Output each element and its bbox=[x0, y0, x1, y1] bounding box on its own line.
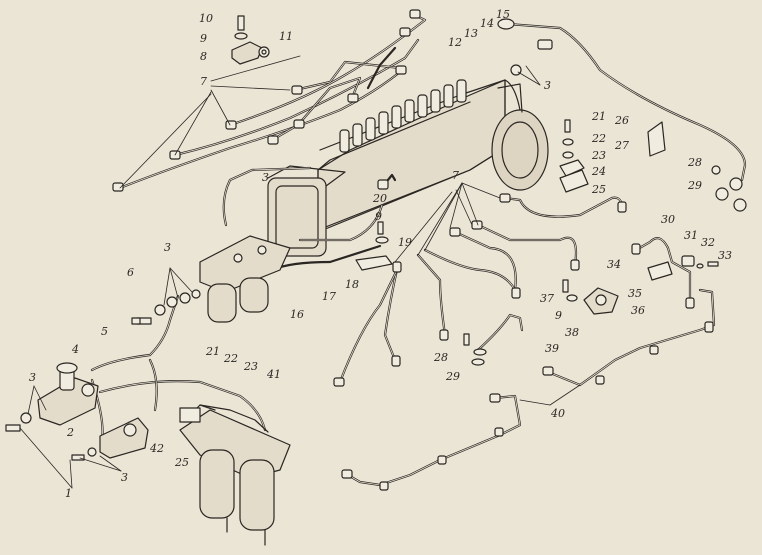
callout-16: 16 bbox=[290, 308, 304, 321]
clip-18-20 bbox=[355, 221, 393, 271]
callout-36: 36 bbox=[631, 304, 645, 317]
callout-3: 3 bbox=[29, 371, 36, 384]
flange-36-38 bbox=[562, 279, 619, 315]
callout-33: 33 bbox=[718, 249, 732, 262]
callout-25: 25 bbox=[592, 183, 606, 196]
callout-12: 12 bbox=[448, 36, 462, 49]
callout-35: 35 bbox=[628, 287, 642, 300]
return-pipe-upper-right bbox=[506, 22, 747, 182]
callout-14: 14 bbox=[480, 17, 494, 30]
callout-3: 3 bbox=[164, 241, 171, 254]
callout-29: 29 bbox=[446, 370, 460, 383]
callout-25: 25 bbox=[175, 456, 189, 469]
return-lines-lower-right bbox=[346, 237, 716, 487]
callout-15: 15 bbox=[496, 8, 510, 21]
callout-8: 8 bbox=[200, 50, 207, 63]
callout-3: 3 bbox=[262, 171, 269, 184]
callout-10: 10 bbox=[199, 12, 213, 25]
callout-27: 27 bbox=[615, 139, 629, 152]
bolt-6 bbox=[131, 317, 141, 325]
callout-20: 20 bbox=[373, 192, 387, 205]
callout-29: 29 bbox=[688, 179, 702, 192]
callout-1: 1 bbox=[65, 487, 72, 500]
fuel-feed-pump bbox=[71, 417, 149, 461]
hand-priming-pump bbox=[5, 362, 99, 432]
return-line-nuts bbox=[341, 243, 714, 491]
callout-3: 3 bbox=[121, 471, 128, 484]
callout-37: 37 bbox=[540, 292, 554, 305]
callout-11: 11 bbox=[279, 30, 293, 43]
callout-21: 21 bbox=[592, 110, 606, 123]
pump-cover-block bbox=[267, 165, 346, 257]
callout-34: 34 bbox=[607, 258, 621, 271]
fuel-line-17 bbox=[222, 166, 384, 272]
callout-32: 32 bbox=[701, 236, 715, 249]
right-pipe-nuts bbox=[333, 179, 627, 387]
callout-38: 38 bbox=[565, 326, 579, 339]
callout-42: 42 bbox=[150, 442, 164, 455]
callout-17: 17 bbox=[322, 290, 336, 303]
right-high-pressure-pipes bbox=[338, 173, 624, 384]
callout-9: 9 bbox=[200, 32, 207, 45]
callout-31: 31 bbox=[684, 229, 698, 242]
callout-13: 13 bbox=[464, 27, 478, 40]
callout-39: 39 bbox=[545, 342, 559, 355]
pump-delivery-valve-holders bbox=[339, 79, 467, 153]
callout-28: 28 bbox=[434, 351, 448, 364]
callout-3: 3 bbox=[544, 79, 551, 92]
parts-28-29-lower bbox=[463, 333, 487, 366]
callout-2: 2 bbox=[67, 426, 74, 439]
fine-fuel-filter bbox=[199, 235, 291, 323]
callout-5: 5 bbox=[101, 325, 108, 338]
left-low-pressure-lines bbox=[90, 294, 267, 442]
callout-41: 41 bbox=[267, 368, 281, 381]
callout-6: 6 bbox=[127, 266, 134, 279]
leader-lines bbox=[19, 55, 581, 489]
callout-26: 26 bbox=[615, 114, 629, 127]
callout-23: 23 bbox=[592, 149, 606, 162]
callout-7: 7 bbox=[200, 75, 207, 88]
callout-22: 22 bbox=[224, 352, 238, 365]
callout-21: 21 bbox=[206, 345, 220, 358]
callout-30: 30 bbox=[661, 213, 675, 226]
left-fittings bbox=[136, 289, 201, 325]
banjo-fittings-upper bbox=[497, 18, 747, 212]
callout-7: 7 bbox=[452, 169, 459, 182]
pipe-39 bbox=[476, 313, 524, 352]
callout-18: 18 bbox=[345, 278, 359, 291]
clamp-bracket-assembly bbox=[231, 15, 270, 65]
right-bracket-group bbox=[559, 119, 721, 193]
callout-9: 9 bbox=[555, 309, 562, 322]
callout-28: 28 bbox=[688, 156, 702, 169]
upper-pipe-nuts bbox=[112, 9, 421, 192]
callout-22: 22 bbox=[592, 132, 606, 145]
callout-40: 40 bbox=[551, 407, 565, 420]
callout-24: 24 bbox=[592, 165, 606, 178]
callout-9: 9 bbox=[375, 210, 382, 223]
callout-23: 23 bbox=[244, 360, 258, 373]
callout-19: 19 bbox=[398, 236, 412, 249]
parts-31-33 bbox=[647, 255, 719, 281]
coarse-fuel-filter bbox=[179, 404, 291, 546]
callout-4: 4 bbox=[72, 343, 79, 356]
